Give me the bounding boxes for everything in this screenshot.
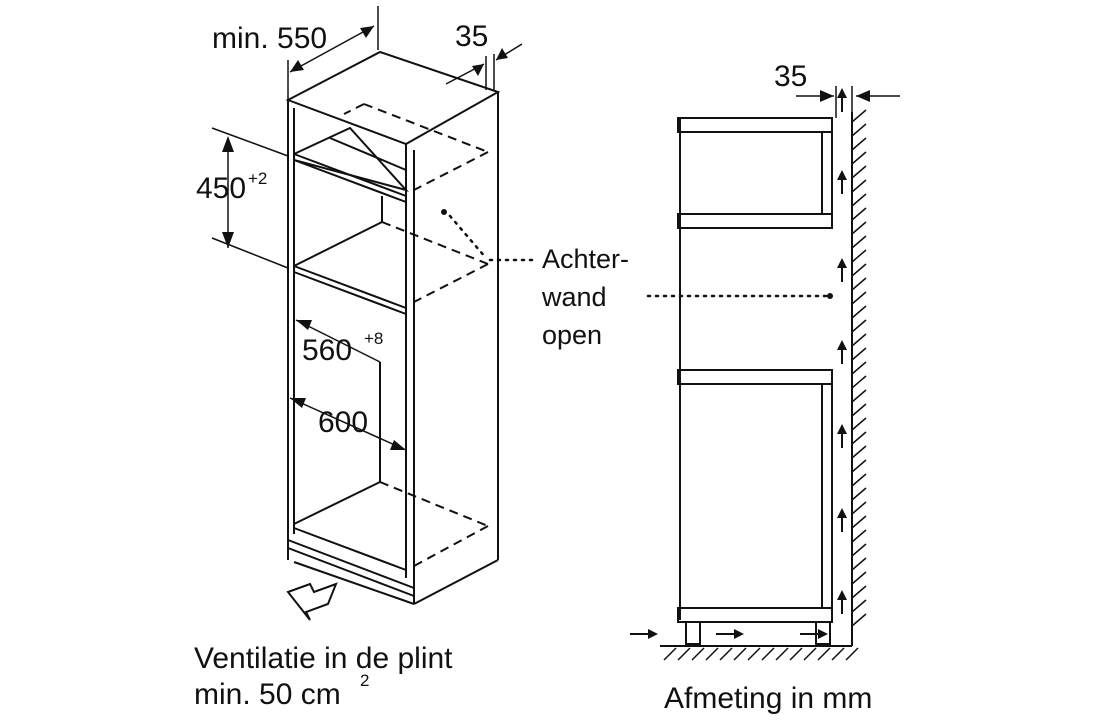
- cabinet-side-view: [660, 112, 853, 647]
- ventilation-caption-sup: 2: [360, 671, 369, 690]
- dimension-inner-width: 560 +8: [295, 319, 383, 367]
- hatch-line: [851, 473, 867, 487]
- hatch-line: [663, 647, 677, 661]
- arrow-up-icon: [837, 170, 847, 194]
- arrow-up-icon: [837, 424, 847, 448]
- dimension-top-offset: 35: [445, 20, 523, 90]
- hatch-line: [803, 647, 817, 661]
- dimension-wall-gap: 35: [774, 60, 900, 118]
- arrow-right-icon: [800, 629, 828, 639]
- hatch-line: [851, 585, 867, 599]
- arrow-up-icon: [837, 88, 847, 112]
- ventilation-caption-line2: min. 50 cm: [194, 678, 341, 711]
- hatch-line: [851, 277, 867, 291]
- hatch-line: [851, 459, 867, 473]
- hatch-line: [851, 151, 867, 165]
- hatch-line: [817, 647, 831, 661]
- arrow-up-icon: [837, 340, 847, 364]
- hatch-line: [747, 647, 761, 661]
- hatch-line: [851, 305, 867, 319]
- niche-height-tolerance: +2: [248, 169, 267, 188]
- niche-height-label: 450: [196, 172, 246, 205]
- hatch-line: [845, 647, 859, 661]
- hatch-line: [851, 571, 867, 585]
- inner-width-tolerance: +8: [364, 329, 383, 348]
- wall-hatching: [663, 109, 867, 661]
- dimension-outer-width: 600: [289, 397, 407, 451]
- hatch-line: [851, 417, 867, 431]
- callout-line1: Achter-: [542, 244, 629, 274]
- outer-width-label: 600: [318, 406, 368, 439]
- hatch-line: [851, 319, 867, 333]
- hatch-line: [851, 249, 867, 263]
- callout-line2: wand: [541, 282, 607, 312]
- hatch-line: [831, 647, 845, 661]
- ventilation-arrow-icon: [286, 582, 338, 621]
- units-caption: Afmeting in mm: [664, 682, 872, 715]
- hatch-line: [851, 347, 867, 361]
- depth-label: min. 550: [212, 22, 327, 55]
- hatch-line: [705, 647, 719, 661]
- hatch-line: [851, 361, 867, 375]
- hatch-line: [851, 501, 867, 515]
- hatch-line: [851, 123, 867, 137]
- wall-gap-label: 35: [774, 60, 807, 93]
- inner-width-label: 560: [302, 334, 352, 367]
- ventilation-caption-line1: Ventilatie in de plint: [194, 642, 453, 675]
- hatch-line: [851, 207, 867, 221]
- dimension-depth: min. 550: [212, 6, 379, 100]
- callout-line3: open: [542, 320, 602, 350]
- hatch-line: [677, 647, 691, 661]
- hatch-line: [851, 291, 867, 305]
- hatch-line: [851, 179, 867, 193]
- hatch-line: [719, 647, 733, 661]
- arrow-up-icon: [837, 590, 847, 614]
- hatch-line: [851, 515, 867, 529]
- arrow-right-icon: [630, 629, 658, 639]
- hatch-line: [851, 543, 867, 557]
- arrow-up-icon: [837, 258, 847, 282]
- hatch-line: [733, 647, 747, 661]
- dimension-niche-height: 450 +2: [196, 127, 289, 269]
- hatch-line: [775, 647, 789, 661]
- hatch-line: [851, 431, 867, 445]
- hatch-line: [851, 165, 867, 179]
- hatch-line: [851, 221, 867, 235]
- top-offset-label: 35: [455, 20, 488, 53]
- hatch-line: [851, 235, 867, 249]
- arrow-up-icon: [837, 508, 847, 532]
- hatch-line: [851, 375, 867, 389]
- airflow-arrows: [630, 88, 847, 639]
- hatch-line: [761, 647, 775, 661]
- hatch-line: [789, 647, 803, 661]
- hatch-line: [851, 109, 867, 123]
- hatch-line: [851, 445, 867, 459]
- hatch-line: [851, 389, 867, 403]
- hatch-line: [851, 263, 867, 277]
- cabinet-3d-view: [285, 50, 501, 621]
- hatch-line: [851, 613, 867, 627]
- arrow-right-icon: [716, 629, 744, 639]
- hatch-line: [851, 487, 867, 501]
- callout-open-back: Achter- wand open: [441, 209, 833, 350]
- hatch-line: [851, 529, 867, 543]
- hatch-line: [851, 403, 867, 417]
- hatch-line: [851, 137, 867, 151]
- hatch-line: [851, 599, 867, 613]
- hatch-line: [851, 193, 867, 207]
- hatch-line: [851, 557, 867, 571]
- hatch-line: [691, 647, 705, 661]
- hatch-line: [851, 333, 867, 347]
